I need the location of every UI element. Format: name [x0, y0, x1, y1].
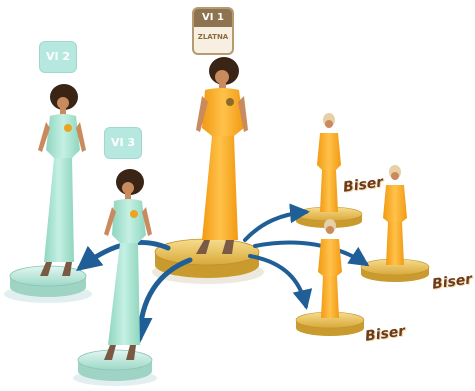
figure-vi1 — [196, 57, 248, 254]
figure-vi3 — [104, 169, 152, 360]
figure-biser-right — [383, 165, 407, 265]
badge-vi1-title: VI 1 — [194, 9, 232, 27]
platform-biser-bottom — [295, 311, 365, 336]
badge-vi2-label: VI 2 — [45, 50, 71, 63]
arrow-to-biser-top — [243, 203, 310, 242]
platform-biser-right — [360, 258, 430, 282]
badge-vi2: VI 2 — [39, 41, 77, 73]
platform-vi3 — [73, 349, 157, 386]
arrow-to-biser-bottom — [248, 254, 313, 310]
badge-vi3: VI 3 — [104, 127, 142, 159]
figure-biser-top — [317, 113, 341, 212]
arrow-to-vi3 — [127, 257, 193, 343]
figure-vi2 — [38, 84, 86, 276]
badge-vi1: VI 1 ZLATNA — [192, 7, 234, 55]
arrow-to-biser-right — [253, 240, 370, 267]
figure-biser-bottom — [318, 219, 342, 318]
platform-biser-top — [295, 206, 363, 228]
badge-vi3-label: VI 3 — [110, 136, 136, 149]
badge-vi1-subtitle: ZLATNA — [197, 33, 229, 41]
